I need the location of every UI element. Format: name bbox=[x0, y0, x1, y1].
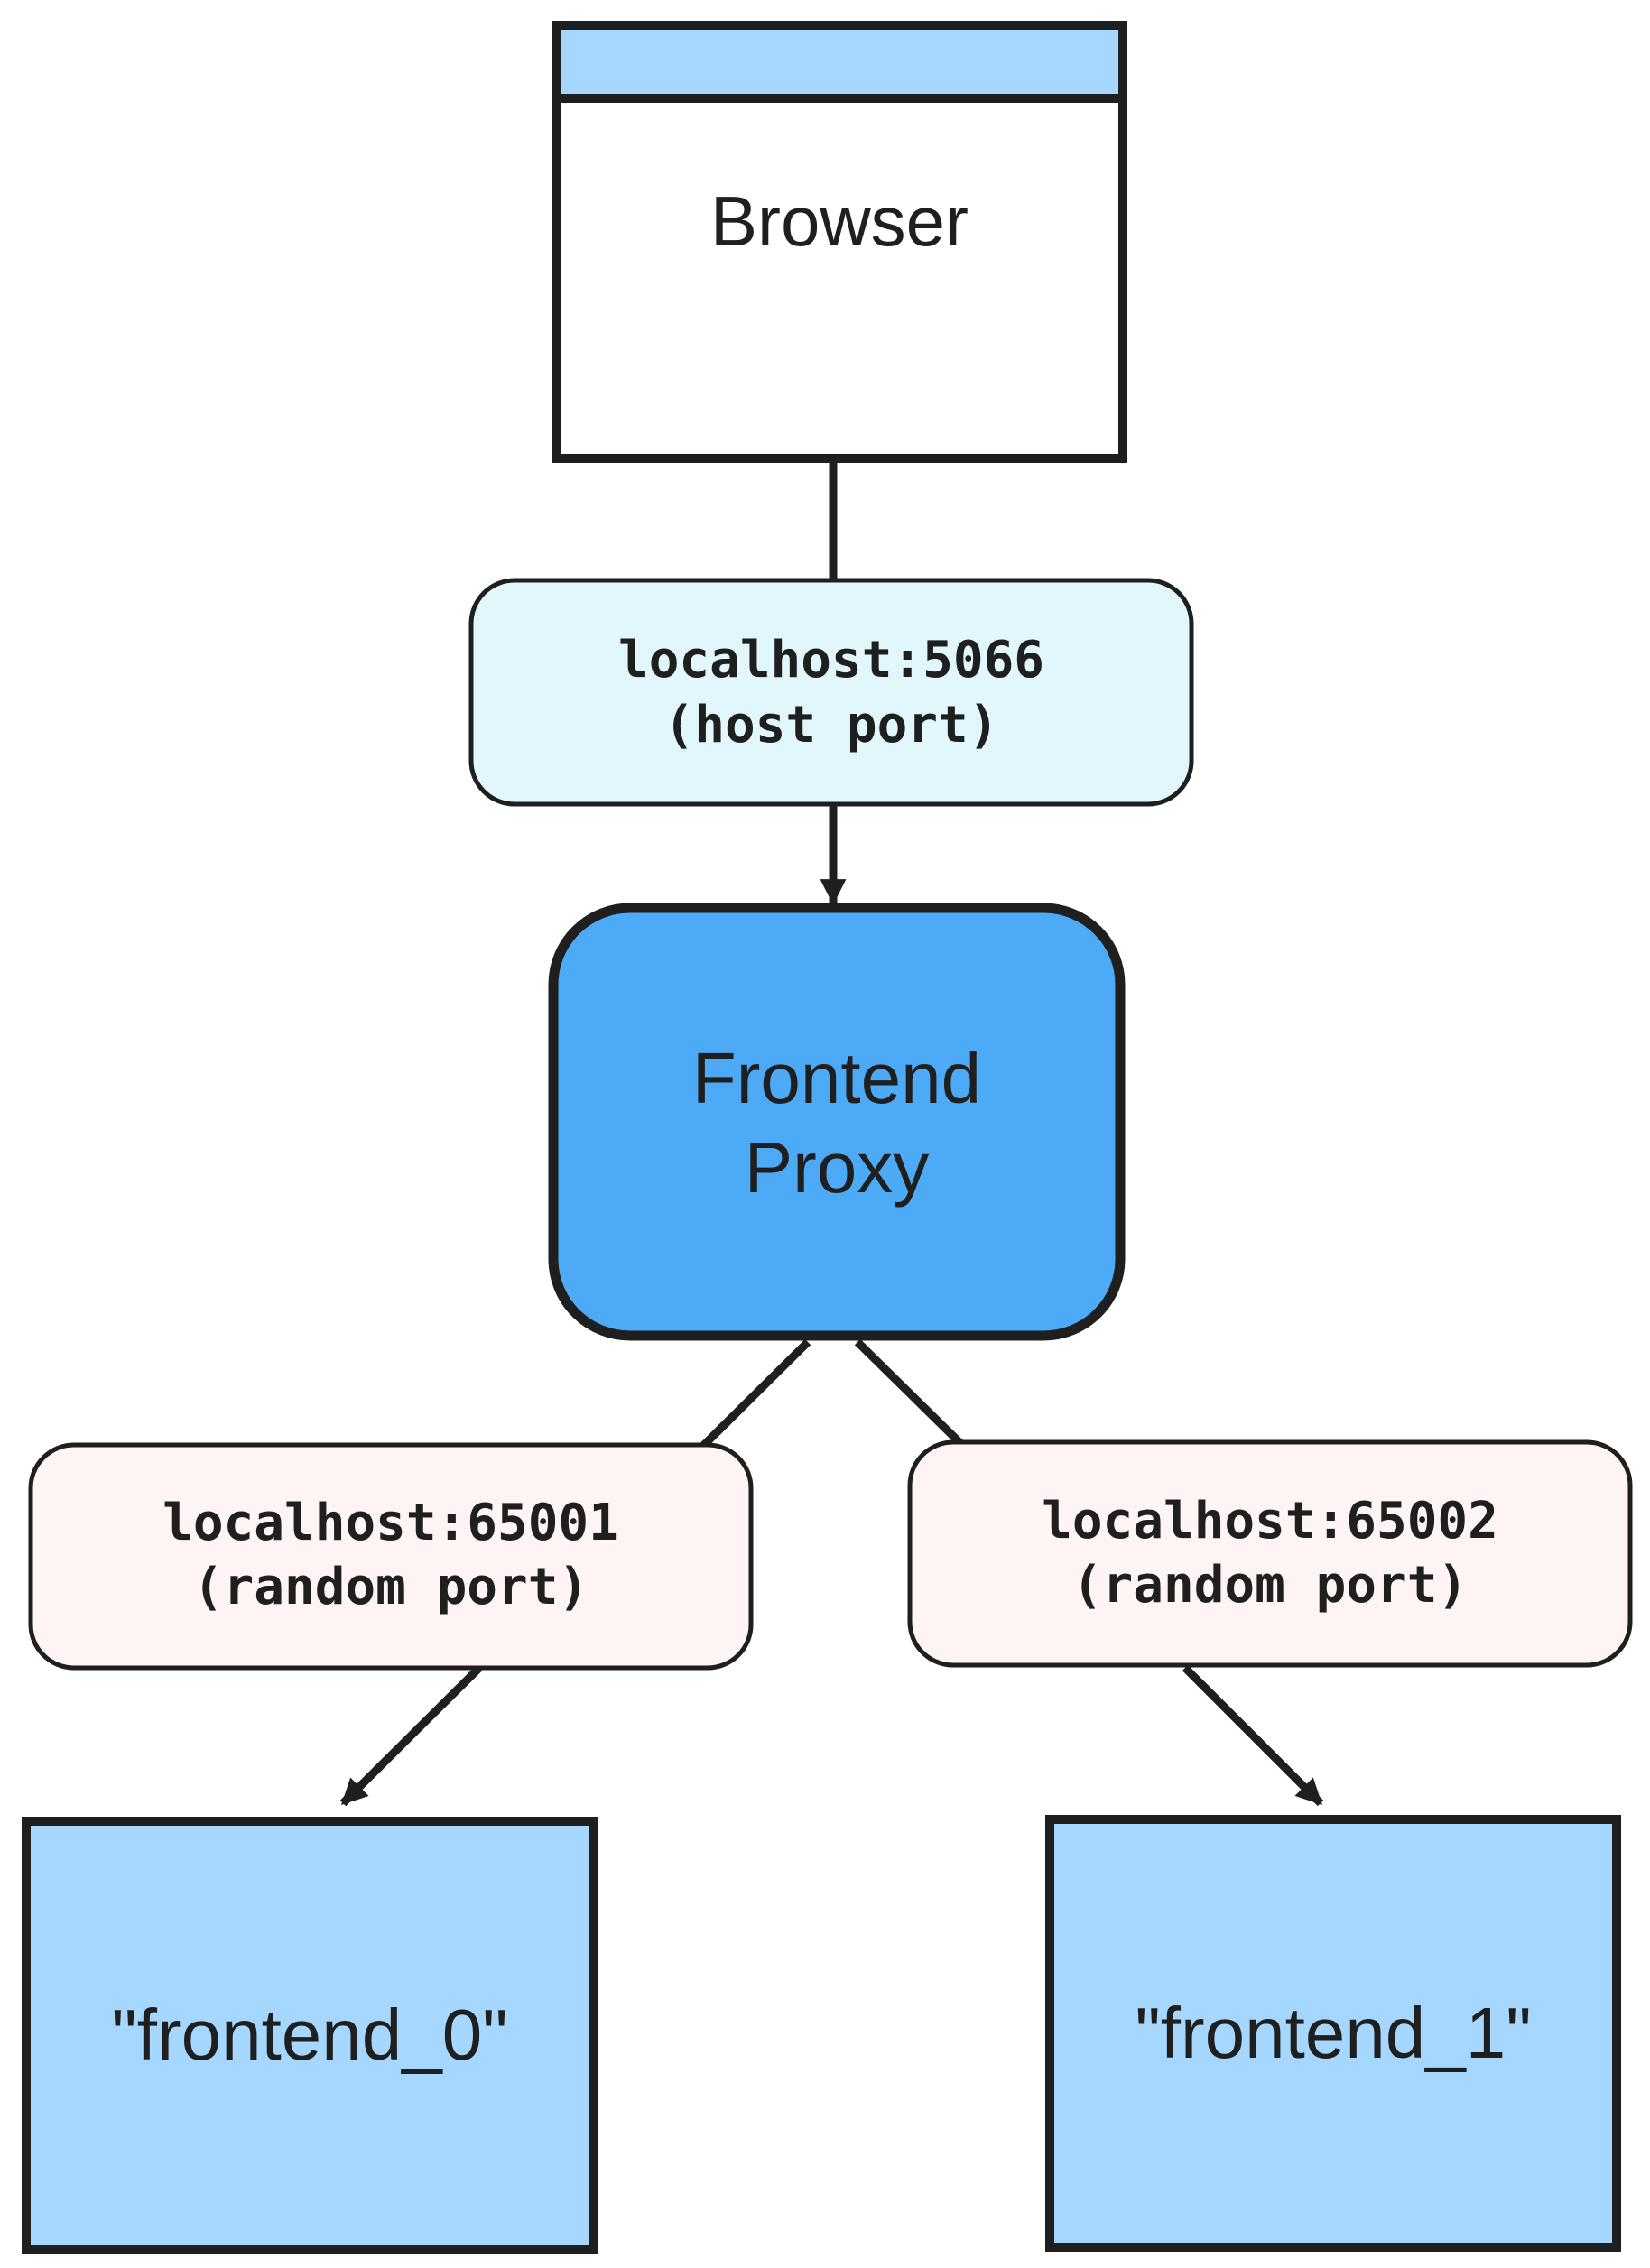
browser-node: Browser bbox=[552, 21, 1127, 463]
random-port-b-node: localhost:65002 (random port) bbox=[907, 1439, 1633, 1668]
frontend-proxy-label-line2: Proxy bbox=[745, 1127, 930, 1208]
frontend-1-node: "frontend_1" bbox=[1045, 1815, 1621, 2252]
frontend-proxy-label-line1: Frontend bbox=[692, 1038, 981, 1118]
random-port-a-node: localhost:65001 (random port) bbox=[28, 1442, 754, 1671]
frontend-proxy-node: Frontend Proxy bbox=[548, 903, 1126, 1341]
random-port-b-note: (random port) bbox=[1072, 1556, 1468, 1615]
host-port-note: (host port) bbox=[664, 696, 999, 754]
host-port-address: localhost:5066 bbox=[618, 631, 1044, 690]
browser-window-icon bbox=[552, 21, 1127, 103]
frontend-1-label: "frontend_1" bbox=[1135, 1993, 1531, 2073]
connector-port-a-to-frontend-0 bbox=[339, 1664, 483, 1807]
host-port-node: localhost:5066 (host port) bbox=[468, 578, 1194, 807]
connector-proxy-to-port-a bbox=[699, 1338, 811, 1450]
browser-label: Browser bbox=[710, 181, 969, 261]
frontend-0-label: "frontend_0" bbox=[111, 1995, 507, 2075]
host-port-box bbox=[468, 578, 1194, 807]
connector-proxy-to-port-b bbox=[854, 1338, 968, 1450]
random-port-a-address: localhost:65001 bbox=[162, 1494, 619, 1552]
random-port-a-note: (random port) bbox=[193, 1558, 589, 1616]
frontend-proxy-box bbox=[548, 903, 1126, 1341]
random-port-b-address: localhost:65002 bbox=[1042, 1492, 1498, 1551]
connector-port-b-to-frontend-1 bbox=[1182, 1664, 1324, 1807]
random-port-b-box bbox=[907, 1439, 1633, 1668]
frontend-1-box bbox=[1045, 1815, 1621, 2252]
connectors bbox=[339, 458, 1324, 1807]
frontend-0-node: "frontend_0" bbox=[22, 1817, 598, 2254]
random-port-a-box bbox=[28, 1442, 754, 1671]
frontend-0-box bbox=[22, 1817, 598, 2254]
